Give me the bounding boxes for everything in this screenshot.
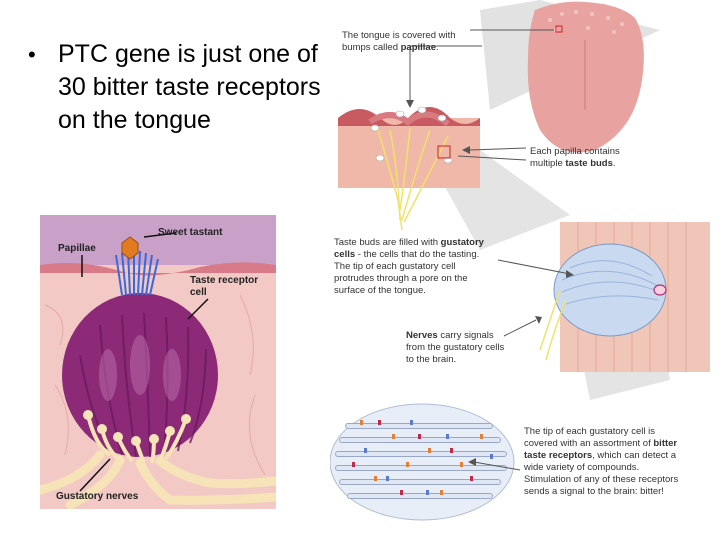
label-sweet-tastant: Sweet tastant: [158, 227, 223, 238]
callout-tongue-papillae: The tongue is covered with bumps called …: [342, 30, 456, 53]
bullet-text: PTC gene is just one of 30 bitter taste …: [58, 40, 321, 134]
callout-gustatory-cells: Taste buds are filled with gustatory cel…: [334, 237, 484, 296]
tongue-zoom-diagram: The tongue is covered with bumps called …: [329, 0, 720, 540]
callout-papilla-taste-buds: Each papilla contains multiple taste bud…: [530, 146, 620, 169]
callout-bitter-receptors: The tip of each gustatory cell is covere…: [524, 426, 679, 497]
label-papillae: Papillae: [58, 243, 96, 254]
callout-nerves: Nerves carry signals from the gustatory …: [406, 330, 505, 365]
tongue-zoom-illustration: [329, 0, 710, 521]
label-taste-receptor-cell: Taste receptor cell: [190, 275, 259, 298]
taste-bud-diagram: Sweet tastant Papillae Taste receptor ce…: [35, 215, 281, 510]
taste-bud-illustration: [35, 215, 281, 510]
bullet-dot-icon: •: [28, 42, 36, 67]
label-gustatory-nerves: Gustatory nerves: [56, 491, 139, 502]
